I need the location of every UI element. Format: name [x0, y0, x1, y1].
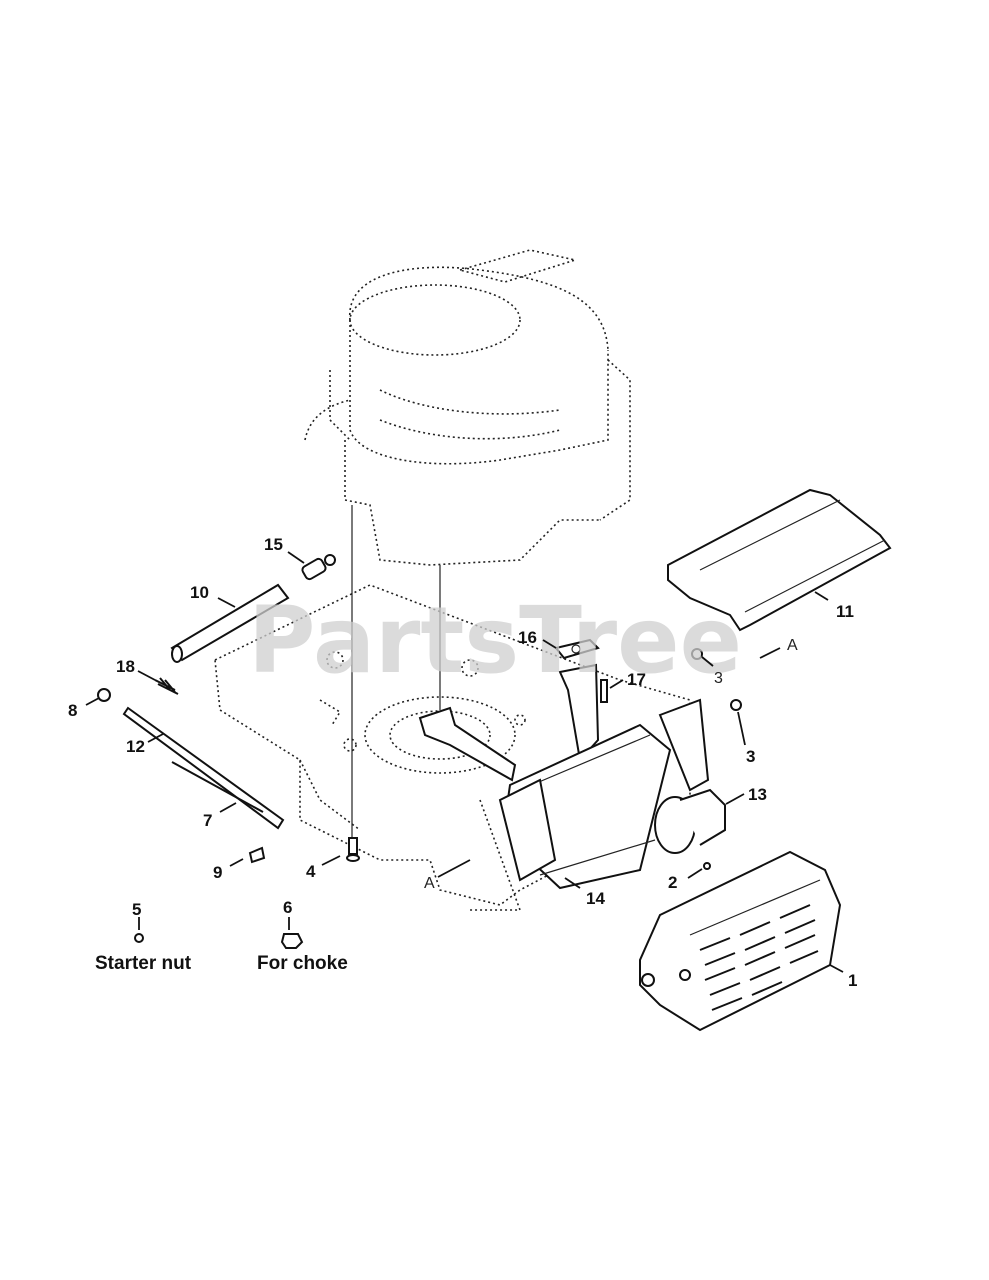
muffler-14	[418, 663, 710, 890]
starter-nut-5	[134, 933, 144, 943]
callout-5: 5	[132, 900, 141, 919]
callout-8: 8	[68, 701, 77, 720]
callout-17: 17	[627, 670, 646, 689]
caption-for-choke: For choke	[257, 953, 348, 974]
bolt-4	[346, 837, 360, 862]
guard-slots	[699, 904, 819, 1011]
watermark: PartsTree	[248, 587, 742, 694]
muffler-guard-1	[639, 850, 842, 1032]
caption-starter-nut: Starter nut	[95, 953, 192, 974]
callout-9: 9	[213, 863, 222, 882]
callout-6: 6	[283, 898, 292, 917]
callout-4: 4	[306, 862, 316, 881]
callout-15: 15	[264, 535, 283, 554]
cable-tie-7	[171, 761, 264, 813]
ref-a-upper: A	[787, 637, 798, 654]
spring-18	[154, 677, 179, 695]
callout-16: 16	[518, 628, 537, 647]
engine-outline	[304, 249, 631, 566]
leader-lines	[85, 551, 844, 973]
callout-11: 11	[836, 602, 854, 621]
bolt-3-lower	[730, 699, 742, 711]
heat-shield-11	[667, 488, 892, 632]
gasket-16	[554, 638, 600, 660]
callout-3-upper: 3	[714, 670, 723, 687]
callout-3-lower: 3	[746, 747, 755, 766]
callout-1: 1	[848, 971, 857, 990]
screw-2	[703, 862, 711, 870]
fitting-15	[301, 554, 336, 581]
bolt-3-upper	[691, 648, 703, 660]
callout-2: 2	[668, 873, 677, 892]
rod-12	[122, 706, 285, 830]
ref-a-lower: A	[424, 875, 435, 892]
callout-18: 18	[116, 657, 135, 676]
frame-outline	[214, 584, 691, 911]
callout-7: 7	[203, 811, 212, 830]
nut-8	[97, 688, 111, 702]
callout-12: 12	[126, 737, 145, 756]
clip-9	[248, 846, 266, 864]
callout-13: 13	[748, 785, 767, 804]
callout-14: 14	[586, 889, 605, 908]
callout-10: 10	[190, 583, 209, 602]
spark-arrestor-13	[654, 788, 726, 854]
nut-6	[280, 933, 304, 949]
tube-10	[170, 583, 290, 663]
stud-17	[600, 679, 608, 703]
